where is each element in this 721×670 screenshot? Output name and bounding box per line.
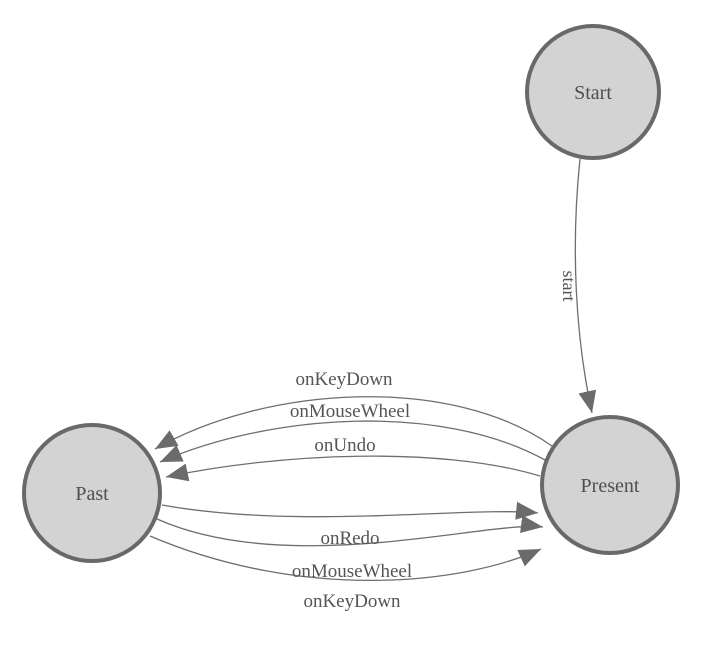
edge-present-to-past-onundo: [165, 455, 541, 482]
node-past: Past: [22, 423, 162, 563]
edge-label-start: start: [559, 271, 579, 302]
edge-start-to-present: [574, 158, 597, 414]
node-past-label: Past: [75, 483, 109, 505]
node-start-label: Start: [574, 82, 612, 104]
edge-label-onmousewheel-bottom: onMouseWheel: [292, 561, 412, 582]
edge-label-onkeydown-top: onKeyDown: [295, 369, 393, 390]
edge-past-to-present-onmousewheel: [156, 515, 544, 547]
node-past-circle: [22, 423, 162, 563]
node-present: Present: [540, 415, 680, 555]
edge-label-onredo: onRedo: [320, 528, 379, 549]
edge-label-onundo: onUndo: [314, 435, 375, 456]
edge-past-to-present-onredo: [161, 501, 539, 520]
node-present-label: Present: [581, 475, 640, 497]
edge-label-onmousewheel-top: onMouseWheel: [290, 401, 410, 422]
node-start: Start: [525, 24, 661, 160]
edge-past-to-present-onkeydown: [149, 535, 542, 581]
edge-present-to-past-onmousewheel: [159, 420, 546, 463]
node-present-circle: [540, 415, 680, 555]
edge-present-to-past-onkeydown: [154, 396, 553, 450]
edge-label-onkeydown-bottom: onKeyDown: [303, 591, 401, 612]
node-start-circle: [525, 24, 661, 160]
